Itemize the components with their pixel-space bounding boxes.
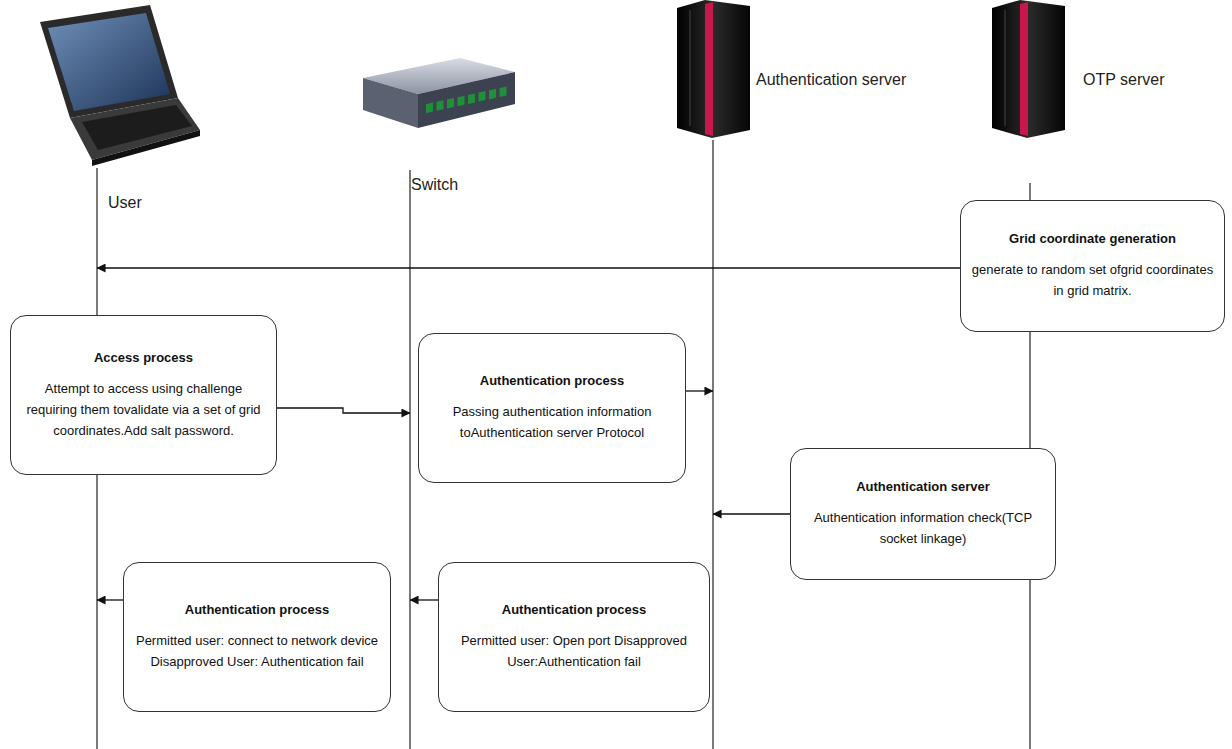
box-body: Attempt to access using challenge requir… bbox=[21, 378, 266, 441]
process-box: Grid coordinate generation generate to ra… bbox=[960, 200, 1225, 332]
message-arrow bbox=[686, 390, 713, 391]
box-body: Passing authentication information toAut… bbox=[429, 401, 675, 443]
server-icon bbox=[677, 0, 750, 138]
box-heading: Authentication process bbox=[449, 600, 699, 620]
server-label: Authentication server bbox=[756, 71, 906, 89]
box-body: Authentication information check(TCP soc… bbox=[801, 507, 1045, 549]
box-heading: Authentication process bbox=[134, 600, 380, 620]
switch-port bbox=[437, 100, 444, 111]
box-heading: Authentication process bbox=[429, 371, 675, 391]
message-arrow bbox=[97, 267, 960, 268]
laptop-icon bbox=[40, 5, 200, 166]
box-body: Permitted user: Open port Disapproved Us… bbox=[449, 630, 699, 672]
box-heading: Access process bbox=[21, 348, 266, 368]
switch-port bbox=[489, 89, 496, 100]
box-heading: Grid coordinate generation bbox=[971, 229, 1214, 249]
switch-icon bbox=[363, 58, 515, 128]
message-arrow bbox=[410, 599, 438, 600]
process-box: Authentication processPassing authentica… bbox=[418, 333, 686, 483]
switch-port bbox=[447, 98, 454, 109]
server-icon bbox=[992, 0, 1065, 138]
box-body: generate to random set ofgrid coordinate… bbox=[971, 259, 1214, 301]
switch-port bbox=[479, 91, 486, 102]
switch-port bbox=[458, 96, 465, 107]
switch-port bbox=[468, 93, 475, 104]
message-arrow bbox=[713, 513, 790, 514]
box-heading: Authentication server bbox=[801, 477, 1045, 497]
user-label: User bbox=[108, 194, 142, 212]
process-box: Authentication processPermitted user: Op… bbox=[438, 562, 710, 712]
process-box: Authentication processPermitted user: co… bbox=[123, 562, 391, 712]
message-arrow bbox=[277, 408, 410, 413]
actor-name: Switch bbox=[411, 176, 458, 193]
message-arrow bbox=[97, 599, 123, 600]
process-box: Access processAttempt to access using ch… bbox=[10, 315, 277, 475]
switch-port bbox=[500, 87, 507, 98]
box-body: Permitted user: connect to network devic… bbox=[134, 630, 380, 672]
switch-label: Switch bbox=[411, 176, 458, 194]
actor-name: User bbox=[108, 194, 142, 211]
actor-name: OTP server bbox=[1083, 71, 1165, 88]
switch-port bbox=[426, 103, 433, 114]
process-box: Authentication serverAuthentication info… bbox=[790, 448, 1056, 580]
actor-name: Authentication server bbox=[756, 71, 906, 88]
server-label: OTP server bbox=[1083, 71, 1165, 89]
